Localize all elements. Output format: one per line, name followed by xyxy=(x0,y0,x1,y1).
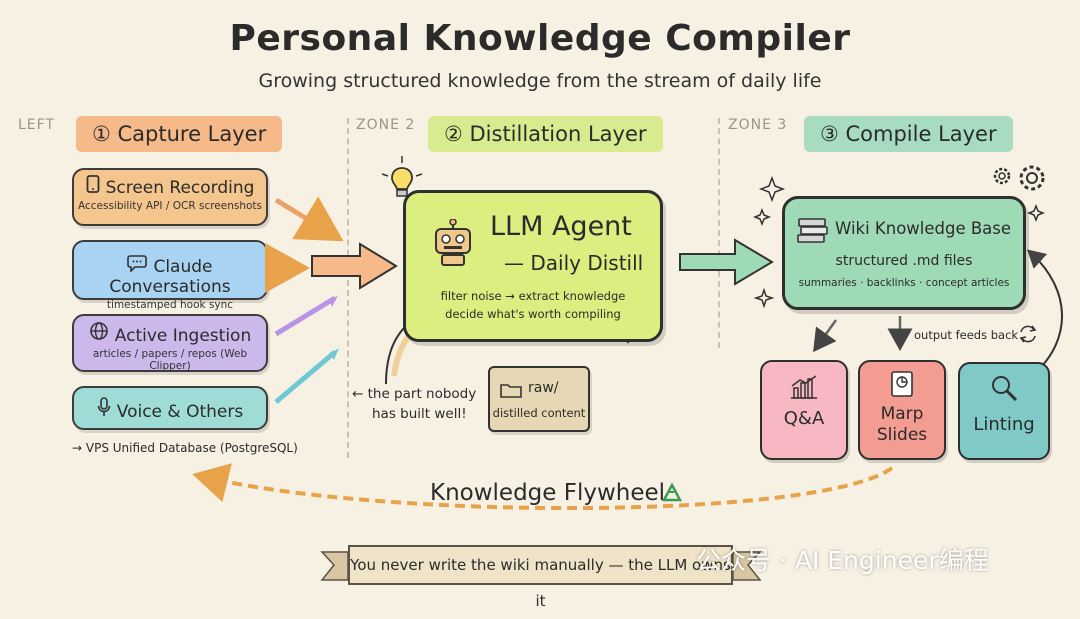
llm-agent-line1: filter noise → extract knowledge xyxy=(440,289,626,303)
feedback-loop-arrow xyxy=(1027,249,1063,375)
recycle-icon xyxy=(661,482,683,502)
screen-recording-label: Screen Recording xyxy=(105,178,255,198)
claude-conversations-title: Claude Conversations xyxy=(74,254,266,297)
zone-divider-left xyxy=(347,118,349,458)
folder-icon xyxy=(500,382,522,402)
claude-conversations-source: Claude Conversations timestamped hook sy… xyxy=(72,240,268,311)
voice-others-title: Voice & Others xyxy=(74,397,266,422)
active-ingestion-subtitle: articles / papers / repos (Web Clipper) xyxy=(92,348,248,372)
wiki-line1: structured .md files xyxy=(835,253,973,269)
page-title: Personal Knowledge Compiler xyxy=(229,18,851,59)
robot-icon xyxy=(432,218,474,271)
distillation-layer-header: ② Distillation Layer xyxy=(428,116,663,152)
database-note: → VPS Unified Database (PostgreSQL) xyxy=(72,441,298,455)
chat-bubble-icon xyxy=(127,254,148,277)
wiki-title: Wiki Knowledge Base xyxy=(835,219,1012,238)
raw-content-box: raw/ distilled content xyxy=(488,366,590,432)
refresh-icon xyxy=(1019,325,1037,343)
lightbulb-icon xyxy=(381,156,423,197)
phone-icon xyxy=(86,175,100,198)
active-ingestion-source: Active Ingestion articles / papers / rep… xyxy=(72,314,268,372)
active-ingestion-label: Active Ingestion xyxy=(114,326,252,346)
linting-output-box: Linting xyxy=(958,362,1050,460)
zone-label-left: LEFT xyxy=(18,117,56,133)
slides-icon xyxy=(860,370,944,402)
llm-agent-subtitle: — Daily Distill xyxy=(504,251,644,275)
raw-box-line2: distilled content xyxy=(492,406,586,420)
globe-icon xyxy=(89,321,109,346)
chart-icon xyxy=(762,374,846,404)
watermark: 公众号 · AI Engineer编程 xyxy=(696,546,989,575)
magnifier-icon xyxy=(960,374,1048,406)
zone-label-2: ZONE 2 xyxy=(356,117,416,133)
zone-label-3: ZONE 3 xyxy=(728,117,788,133)
page-subtitle: Growing structured knowledge from the st… xyxy=(258,70,822,92)
agent-to-wiki-arrow xyxy=(679,238,774,286)
llm-agent-line2: decide what's worth compiling xyxy=(445,307,621,321)
claude-conversations-label: Claude Conversations xyxy=(109,257,231,297)
screen-recording-title: Screen Recording xyxy=(74,175,266,198)
source-to-hub-arrows xyxy=(265,196,344,404)
microphone-icon xyxy=(97,397,111,422)
screen-recording-source: Screen Recording Accessibility API / OCR… xyxy=(72,168,268,226)
marp-slides-output-box: Marp Slides xyxy=(858,360,946,460)
voice-others-source: Voice & Others xyxy=(72,386,268,430)
qa-output-label: Q&A xyxy=(783,408,825,429)
flywheel-arrow xyxy=(192,463,894,511)
sparkles-icon xyxy=(752,175,1046,309)
banner-ribbon-left xyxy=(320,551,349,581)
active-ingestion-title: Active Ingestion xyxy=(74,321,266,346)
voice-others-label: Voice & Others xyxy=(116,402,244,422)
bottom-banner: You never write the wiki manually — the … xyxy=(348,545,733,610)
agent-note-line1: ← the part nobody xyxy=(352,386,477,402)
banner-ribbon-right xyxy=(732,551,762,581)
agent-note-line2: has built well! xyxy=(372,406,467,422)
llm-agent-title: LLM Agent xyxy=(490,211,632,242)
linting-output-label: Linting xyxy=(973,414,1035,435)
wiki-knowledge-base-box: Wiki Knowledge Base structured .md files… xyxy=(782,196,1026,310)
wiki-line2: summaries · backlinks · concept articles xyxy=(798,277,1010,289)
capture-layer-header: ① Capture Layer xyxy=(76,116,283,152)
llm-agent-box: LLM Agent — Daily Distill filter noise →… xyxy=(403,190,663,342)
marp-slides-output-label: Marp Slides xyxy=(876,404,928,445)
feedback-note: output feeds back xyxy=(914,328,1019,342)
compile-layer-header: ③ Compile Layer xyxy=(804,116,1013,152)
screen-recording-subtitle: Accessibility API / OCR screenshots xyxy=(77,200,263,212)
raw-box-line1: raw/ xyxy=(528,380,559,396)
claude-conversations-subtitle: timestamped hook sync xyxy=(106,299,234,311)
zone-divider-right xyxy=(718,118,720,348)
books-icon xyxy=(797,217,829,249)
gear-icon xyxy=(993,165,1045,191)
qa-output-box: Q&A xyxy=(760,360,848,460)
hub-arrow xyxy=(311,242,398,290)
flywheel-label: Knowledge Flywheel xyxy=(430,480,666,506)
